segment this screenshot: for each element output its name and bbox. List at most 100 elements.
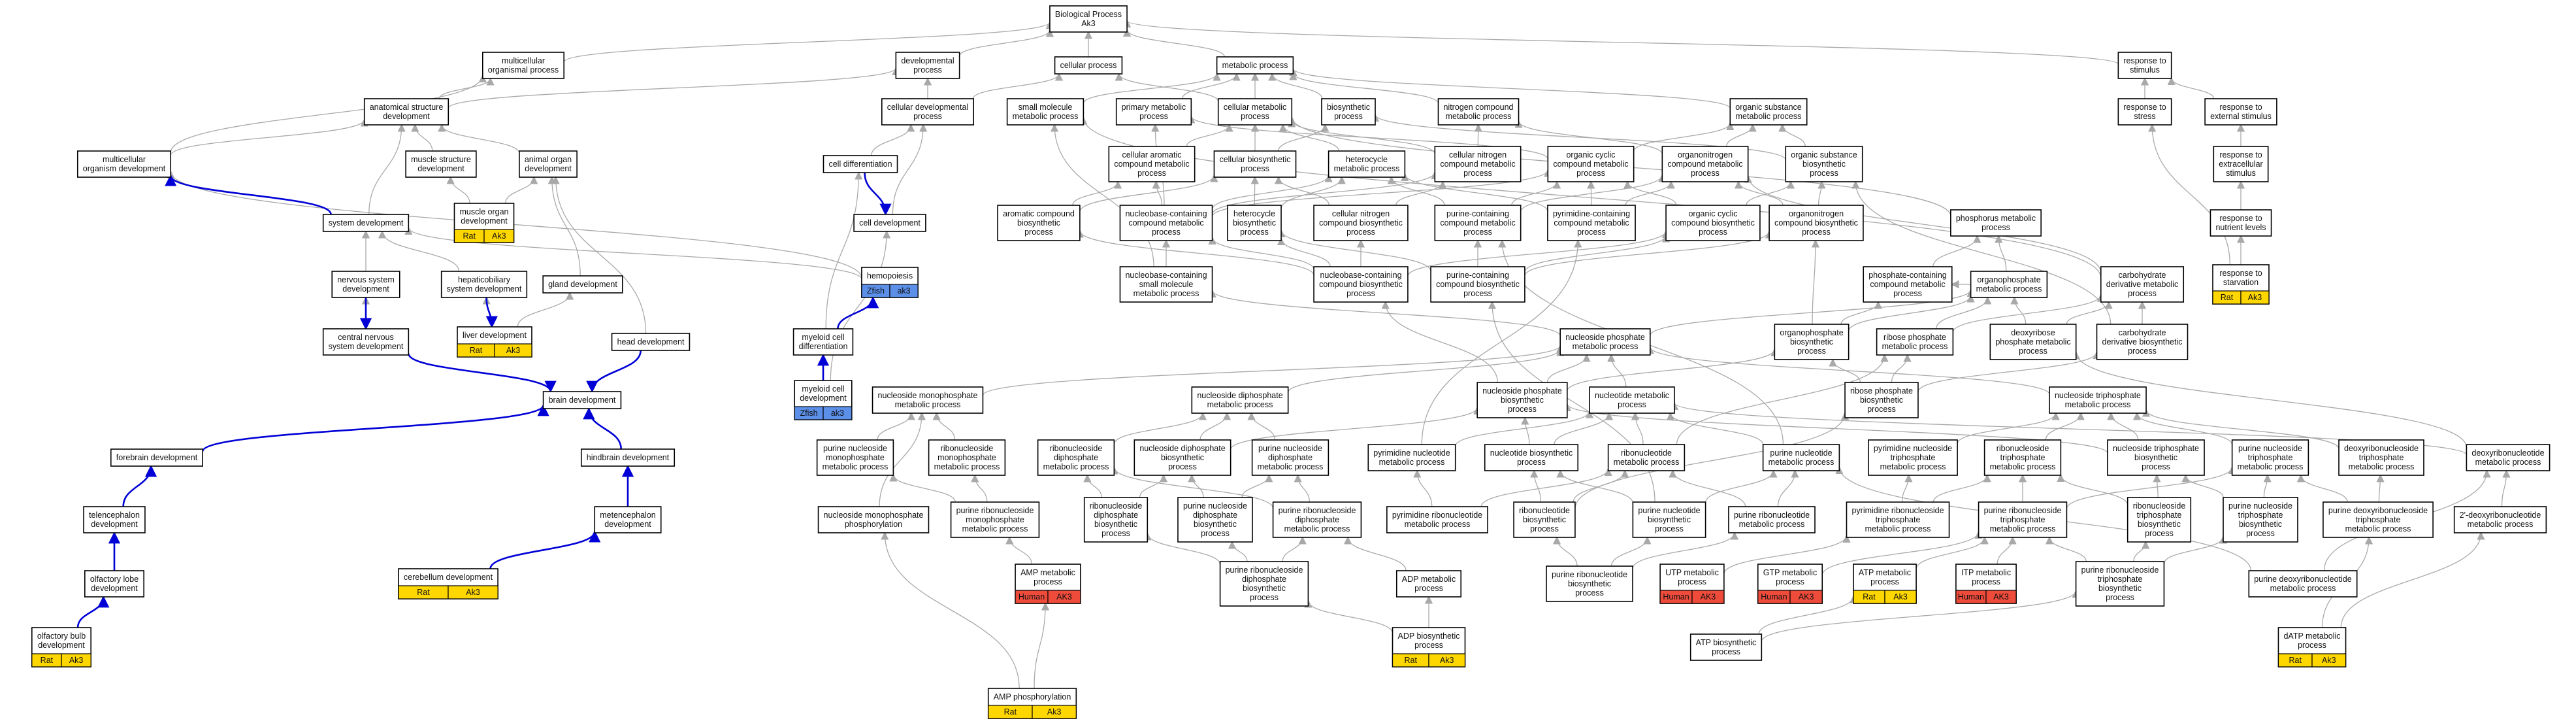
- term-purine-ribonucleoside-diphosphate-biosynthetic-process[interactable]: purine ribonucleosidediphosphatebiosynth…: [1219, 561, 1309, 607]
- term-system-development[interactable]: system development: [322, 214, 410, 232]
- term-metabolic-process[interactable]: metabolic process: [1216, 56, 1294, 75]
- term-pyrimidine-nucleoside-triphosphate-metabolic-process[interactable]: pyrimidine nucleosidetriphosphatemetabol…: [1868, 439, 1958, 476]
- term-hindbrain-development[interactable]: hindbrain development: [580, 448, 676, 467]
- term-purine-ribonucleoside-diphosphate-metabolic-process[interactable]: purine ribonucleosidediphosphatemetaboli…: [1272, 501, 1362, 538]
- term-purine-ribonucleoside-triphosphate-metabolic-process[interactable]: purine ribonucleosidetriphosphatemetabol…: [1978, 501, 2068, 538]
- term-nucleoside-triphosphate-biosynthetic-process[interactable]: nucleoside triphosphatebiosyntheticproce…: [2107, 439, 2205, 476]
- term-brain-development[interactable]: brain development: [542, 391, 622, 409]
- term-ribonucleoside-diphosphate-biosynthetic-process[interactable]: ribonucleosidediphosphatebiosyntheticpro…: [1083, 497, 1149, 543]
- term-cell-differentiation[interactable]: cell differentiation: [823, 155, 898, 173]
- term-ribonucleoside-triphosphate-biosynthetic-process[interactable]: ribonucleosidetriphosphatebiosyntheticpr…: [2127, 497, 2192, 543]
- term-nucleoside-diphosphate-biosynthetic-process[interactable]: nucleoside diphosphatebiosyntheticproces…: [1133, 439, 1231, 476]
- term-pyrimidine-ribonucleoside-triphosphate-metabolic-process[interactable]: pyrimidine ribonucleosidetriphosphatemet…: [1846, 501, 1950, 538]
- term-gland-development[interactable]: gland development: [542, 275, 623, 294]
- term-purine-nucleoside-diphosphate-biosynthetic-process[interactable]: purine nucleosidediphosphatebiosynthetic…: [1177, 497, 1253, 543]
- term-head-development[interactable]: head development: [611, 333, 691, 351]
- term-cell-development[interactable]: cell development: [853, 214, 926, 232]
- term-purine-ribonucleoside-triphosphate-biosynthetic-process[interactable]: purine ribonucleosidetriphosphatebiosynt…: [2075, 561, 2165, 607]
- term-purine-nucleoside-monophosphate-metabolic-process[interactable]: purine nucleosidemonophosphatemetabolic …: [816, 439, 894, 476]
- term-purine-ribonucleoside-monophosphate-metabolic-process[interactable]: purine ribonucleosidemonophosphatemetabo…: [950, 501, 1040, 538]
- term-forebrain-development[interactable]: forebrain development: [110, 448, 203, 467]
- term-purine-deoxyribonucleoside-triphosphate-metabolic-process[interactable]: purine deoxyribonucleosidetriphosphateme…: [2323, 501, 2434, 538]
